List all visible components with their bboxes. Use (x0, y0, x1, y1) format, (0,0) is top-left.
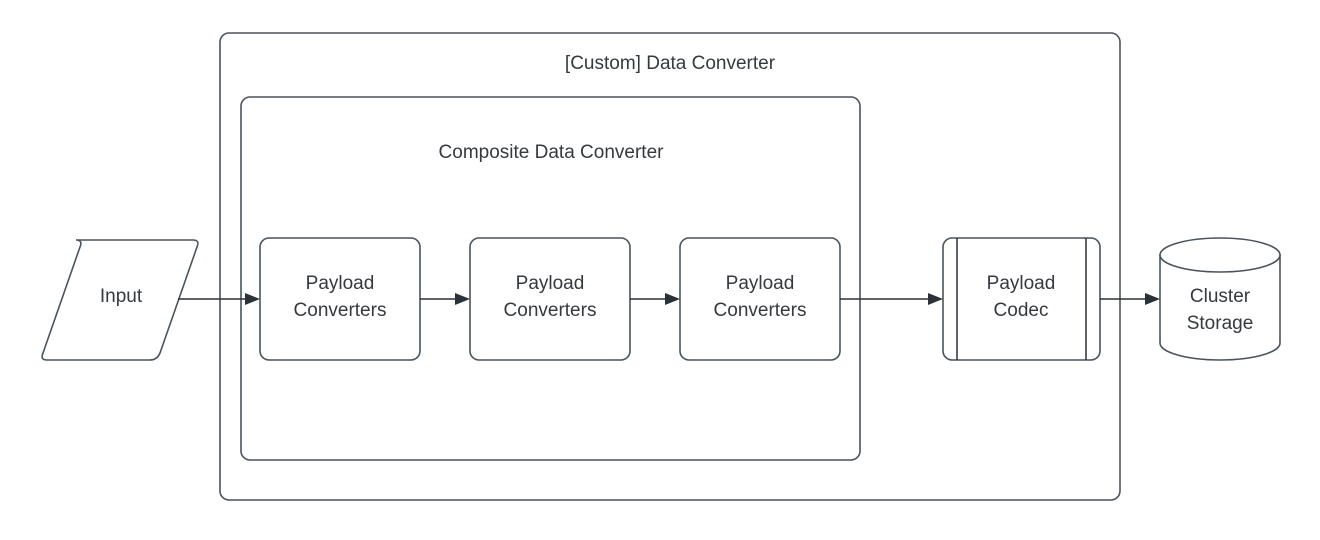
node-payload-converters-1-shape[interactable] (259, 237, 421, 361)
node-input[interactable]: Input (41, 239, 199, 361)
edge-payload-converters-2-to-3 (630, 293, 680, 305)
node-payload-converters-2-shape[interactable] (469, 237, 631, 361)
node-cluster-storage[interactable]: Cluster Storage (1159, 237, 1281, 361)
edge-payload-converters-1-to-2 (420, 293, 470, 305)
node-payload-codec-label-line2: Codec (994, 300, 1049, 321)
edge-input-to-payload-converters-1-arrow-icon (245, 293, 260, 305)
node-input-shape[interactable] (41, 239, 199, 361)
node-payload-converters-2[interactable]: Payload Converters (469, 237, 631, 361)
container-custom-data-converter-label: [Custom] Data Converter (565, 53, 776, 74)
node-cluster-storage-label-line2: Storage (1187, 313, 1254, 334)
node-payload-codec-label-line1: Payload (987, 273, 1056, 294)
edge-payload-converters-2-to-3-arrow-icon (665, 293, 680, 305)
node-payload-converters-3-shape[interactable] (679, 237, 841, 361)
node-payload-converters-2-label-line2: Converters (504, 300, 597, 321)
edge-payload-codec-to-cluster-storage (1100, 293, 1160, 305)
node-payload-converters-2-label-line1: Payload (516, 273, 585, 294)
node-payload-converters-1-label-line2: Converters (294, 300, 387, 321)
edge-payload-converters-1-to-2-arrow-icon (455, 293, 470, 305)
node-payload-converters-1[interactable]: Payload Converters (259, 237, 421, 361)
node-payload-converters-3[interactable]: Payload Converters (679, 237, 841, 361)
node-payload-converters-3-label-line2: Converters (714, 300, 807, 321)
edge-payload-converters-3-to-payload-codec (840, 293, 943, 305)
edge-payload-codec-to-cluster-storage-arrow-icon (1145, 293, 1160, 305)
node-payload-converters-3-label-line1: Payload (726, 273, 795, 294)
node-cluster-storage-body[interactable] (1159, 254, 1281, 361)
node-input-label: Input (100, 286, 143, 307)
node-payload-codec[interactable]: Payload Codec (942, 237, 1101, 361)
node-cluster-storage-top (1159, 237, 1281, 273)
node-payload-converters-1-label-line1: Payload (306, 273, 375, 294)
edge-payload-converters-3-to-payload-codec-arrow-icon (928, 293, 943, 305)
container-composite-data-converter-label: Composite Data Converter (439, 142, 665, 163)
node-payload-codec-shape[interactable] (942, 237, 1101, 361)
edge-input-to-payload-converters-1 (178, 293, 260, 305)
node-cluster-storage-label-line1: Cluster (1190, 286, 1251, 307)
